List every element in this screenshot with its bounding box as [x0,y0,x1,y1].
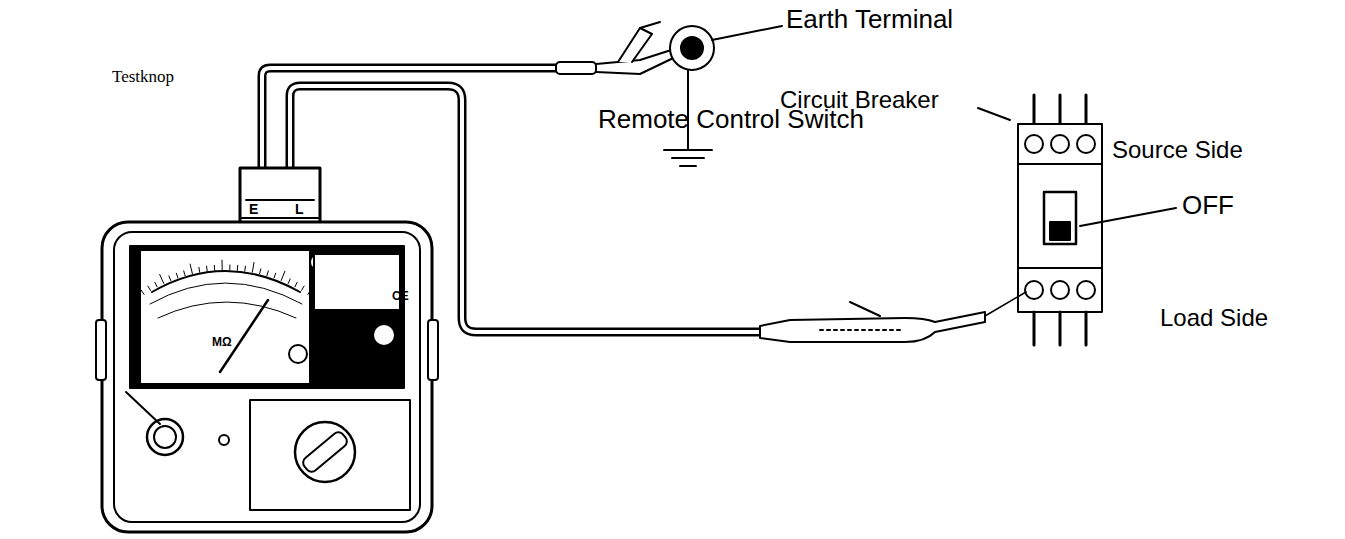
scale-tick [169,276,171,281]
part-label: Earth Terminal [786,6,953,32]
terminal-label: E [249,202,258,216]
terminal-label: L [295,202,304,216]
part-label: Load Side [1160,306,1268,330]
unit-label: MΩ [212,336,232,348]
part-label: Source Side [1112,138,1243,162]
scale-tick [206,266,208,271]
scale-tick [160,274,164,283]
scale-tick [281,271,285,280]
scale-tick [302,286,305,290]
scale-tick [176,273,178,278]
scale-tick [308,286,313,294]
scale-tick [190,264,192,274]
earth-terminal [664,26,782,166]
scale-ticks [132,260,313,299]
scale-tick [148,286,151,290]
part-label: Remote Control Switch [598,106,864,132]
scale-tick [222,260,223,270]
circuit-breaker [978,95,1176,345]
scale-tick [198,267,200,272]
part-label: Testknop [112,68,174,85]
scale-tick [267,271,268,276]
scale-tick [132,291,138,299]
remote-control-probe [760,292,1026,342]
scale-tick [184,271,185,276]
state-label: OFF [1182,192,1234,218]
scale-tick [274,273,276,278]
scale-tick [229,265,230,270]
scale-tick [288,279,290,284]
scale-tick [155,282,157,287]
scale-tick [141,290,144,294]
tester-body [96,168,438,532]
scale-tick [237,265,238,270]
scale-tick [252,263,254,273]
scale-tick [244,266,246,271]
scale-tick [295,282,297,287]
mark-label: CE [392,290,409,302]
scale-tick [214,265,215,270]
scale-tick [260,269,261,274]
